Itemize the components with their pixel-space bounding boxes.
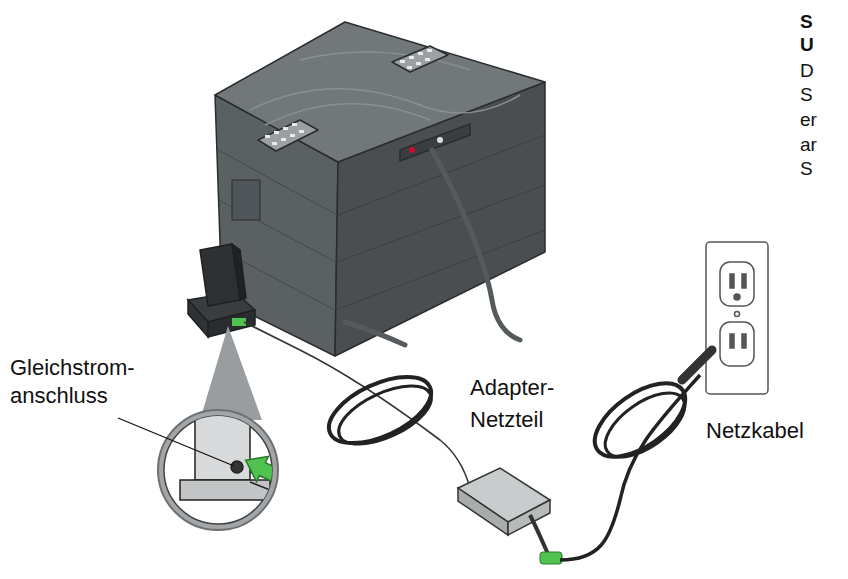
music-system: [215, 22, 545, 356]
part-label: er: [800, 108, 817, 131]
part-label: Netzkabel: [706, 418, 804, 444]
wall-outlet: [706, 242, 768, 394]
part-label: Adapter- Netzteil: [470, 372, 570, 436]
part-label: ar: [800, 133, 817, 156]
part-label: S: [800, 83, 813, 106]
part-label: S: [800, 157, 813, 180]
part-label: S: [800, 10, 813, 33]
part-label: U: [800, 33, 814, 56]
part-label: D: [800, 59, 814, 82]
part-label: Gleichstrom- anschluss: [10, 354, 150, 410]
